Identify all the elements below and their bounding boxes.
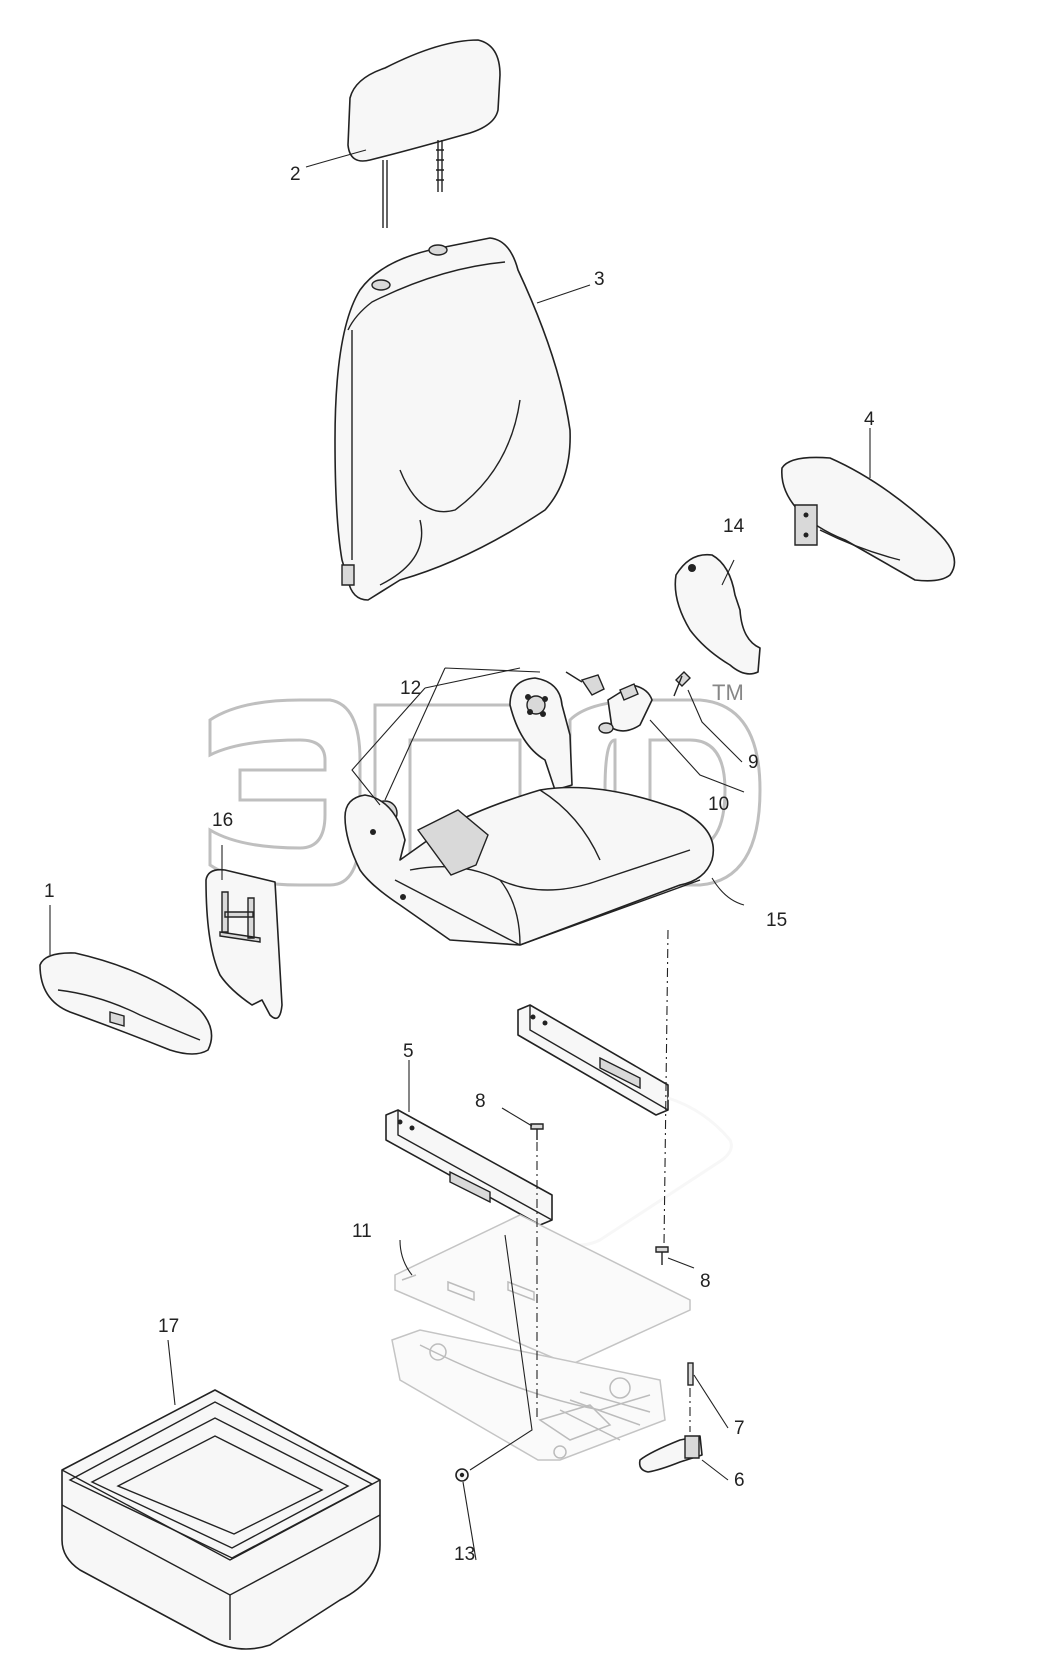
watermark-trademark: TM xyxy=(712,680,744,705)
right-armrest xyxy=(781,456,956,582)
callout-13: 13 xyxy=(454,1544,475,1565)
lever-pin xyxy=(687,1362,694,1386)
left-side-cover xyxy=(205,868,283,1020)
callout-14: 14 xyxy=(723,516,745,537)
callout-7: 7 xyxy=(734,1418,745,1439)
slide-rails xyxy=(385,1004,733,1247)
callout-8-lower: 8 xyxy=(700,1271,711,1292)
side-cover xyxy=(674,553,761,675)
callout-17: 17 xyxy=(158,1316,179,1337)
belt-bolt xyxy=(673,671,691,697)
callout-11: 11 xyxy=(352,1221,372,1242)
callout-1: 1 xyxy=(44,881,55,902)
callout-5: 5 xyxy=(403,1041,414,1062)
callout-9: 9 xyxy=(748,752,759,773)
leader-lines xyxy=(49,149,871,1561)
callout-6: 6 xyxy=(734,1470,745,1491)
callout-labels: 1 2 3 4 5 6 7 8 8 9 10 11 12 13 14 15 16… xyxy=(44,164,875,1565)
callout-16: 16 xyxy=(212,810,233,831)
rail-bolt-lower xyxy=(655,1246,669,1265)
callout-12: 12 xyxy=(400,678,421,699)
callout-2: 2 xyxy=(290,164,301,185)
recline-mechanism xyxy=(372,671,605,826)
callout-4: 4 xyxy=(864,409,875,430)
seat-belt-buckle xyxy=(598,683,653,734)
headrest xyxy=(347,39,501,228)
assembly-lines xyxy=(536,929,691,1432)
backrest xyxy=(334,237,571,601)
seat-cushion xyxy=(344,786,714,946)
rail-bolt-upper xyxy=(530,1123,544,1140)
callout-8-upper: 8 xyxy=(475,1091,486,1112)
callout-10: 10 xyxy=(708,794,729,815)
adjust-lever xyxy=(638,1435,703,1473)
suspension-base xyxy=(391,1214,691,1461)
left-armrest xyxy=(39,952,213,1055)
callout-3: 3 xyxy=(594,269,605,290)
seat-cover-box xyxy=(61,1389,381,1650)
callout-15: 15 xyxy=(766,910,787,931)
base-nut xyxy=(455,1468,469,1482)
